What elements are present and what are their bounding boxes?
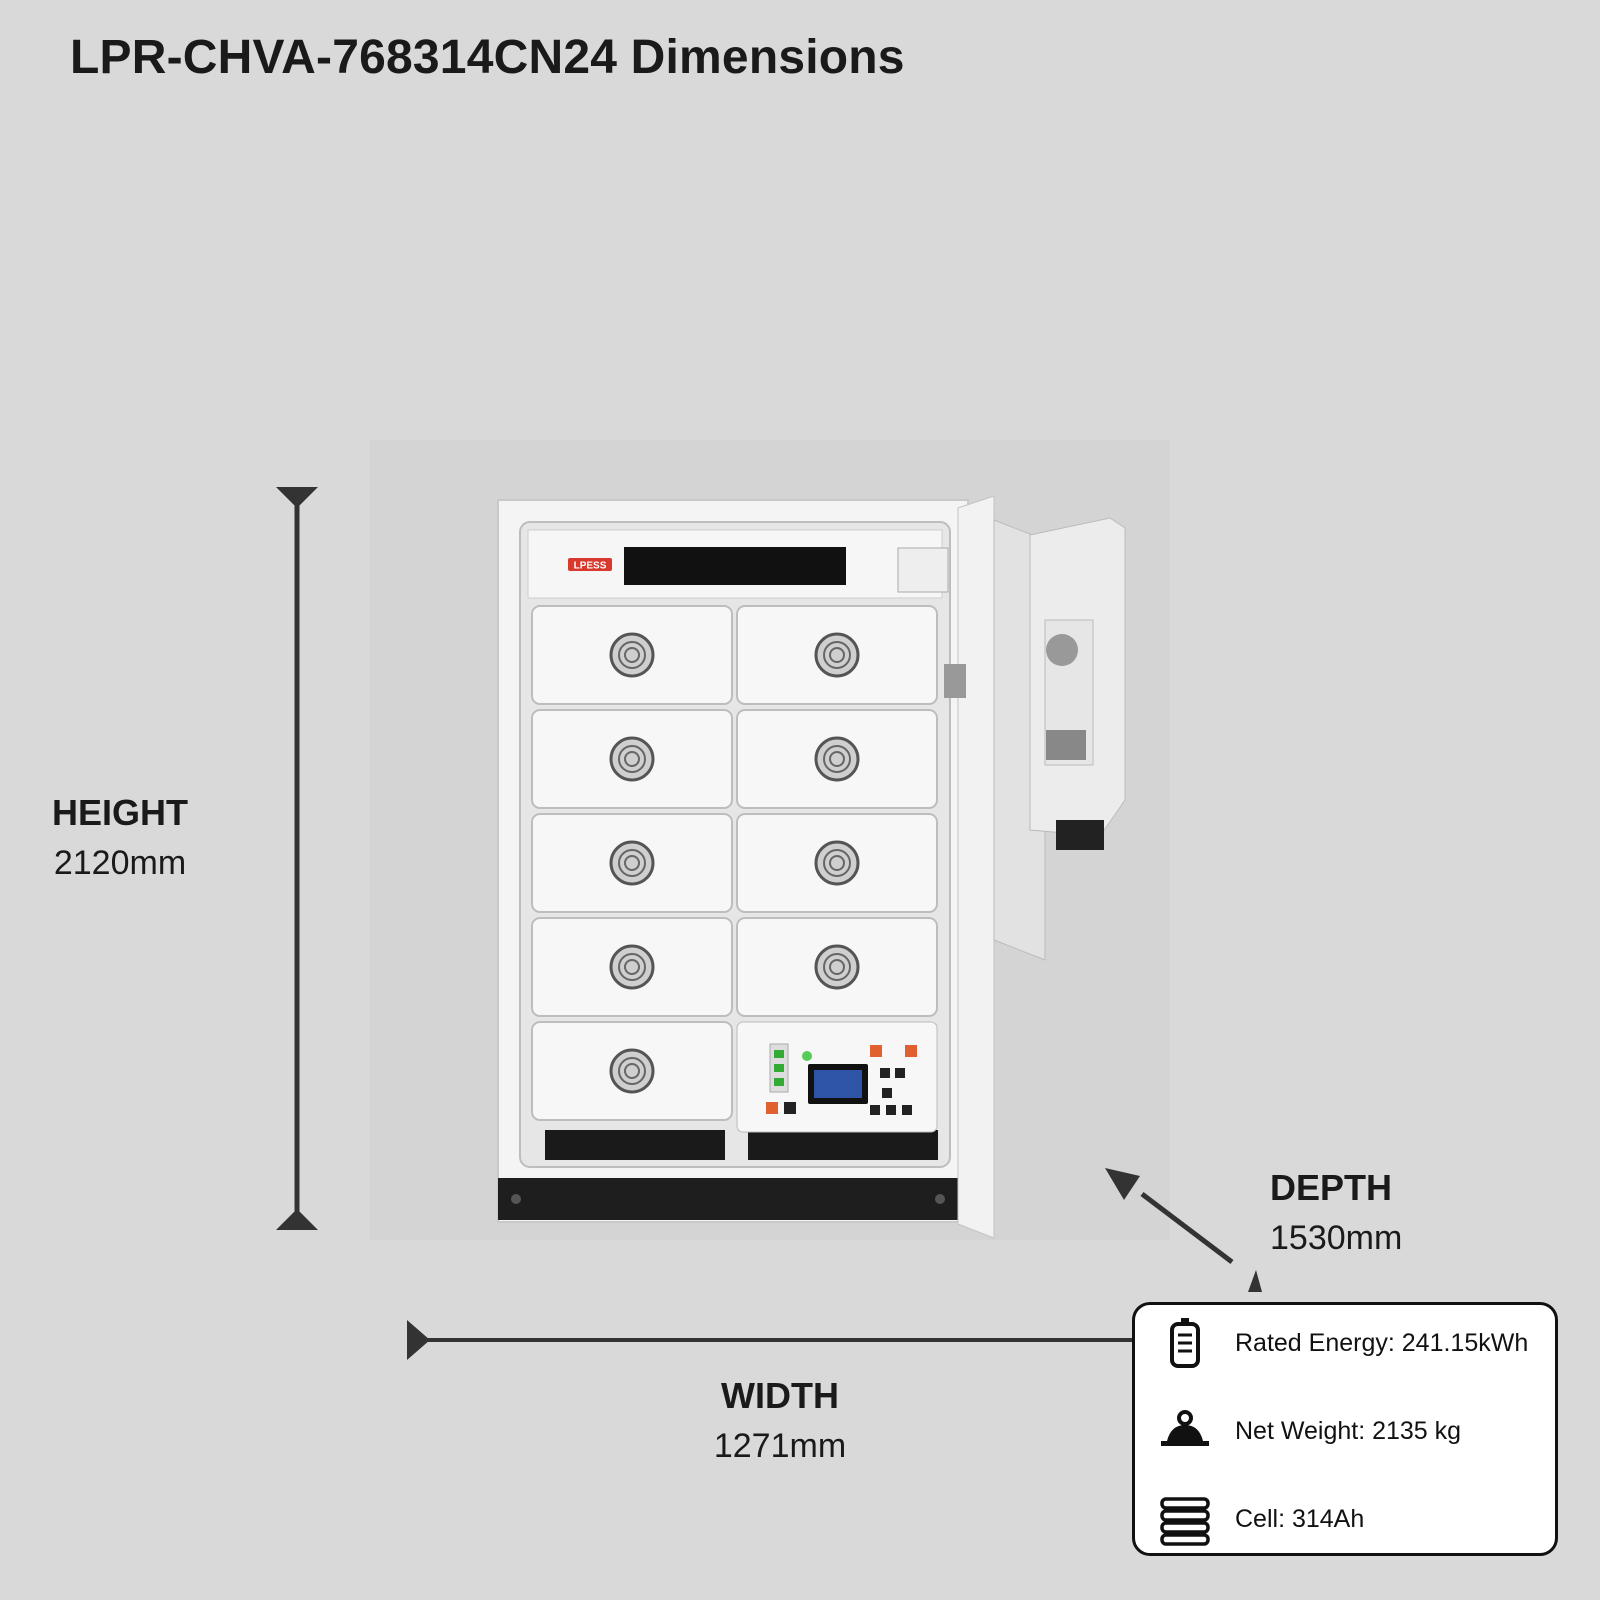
fan-icon: [814, 840, 860, 886]
width-arrow: [407, 1320, 1132, 1360]
depth-dimension: DEPTH 1530mm: [1270, 1167, 1450, 1258]
fan-icon: [814, 632, 860, 678]
open-cabinet-door: [897, 495, 1046, 1239]
depth-arrow: [1105, 1168, 1262, 1292]
air-conditioner-unit: [1029, 517, 1126, 850]
fan-icon: [609, 632, 655, 678]
fan-icon: [609, 840, 655, 886]
battery-icon: [1170, 1318, 1200, 1368]
spec-net-weight: Net Weight: 2135 kg: [1135, 1401, 1555, 1461]
fan-icon: [609, 1048, 655, 1094]
battery-module-grid: [531, 605, 938, 1121]
spec-card: Rated Energy: 241.15kWh Net Weight: 2135…: [1132, 1302, 1558, 1556]
fan-icon: [814, 736, 860, 782]
spec-text: Rated Energy: 241.15kWh: [1235, 1328, 1529, 1357]
fan-icon: [814, 944, 860, 990]
spec-text: Net Weight: 2135 kg: [1235, 1416, 1462, 1445]
cell-stack-icon: [1160, 1497, 1210, 1546]
spec-cell: Cell: 314Ah: [1135, 1489, 1555, 1549]
depth-value: 1530mm: [1270, 1219, 1403, 1257]
width-label: WIDTH: [721, 1375, 839, 1416]
brand-logo: LPESS: [574, 561, 607, 572]
depth-label: DEPTH: [1270, 1167, 1393, 1208]
width-value: 1271mm: [713, 1427, 847, 1465]
spec-text: Cell: 314Ah: [1235, 1504, 1365, 1533]
height-arrow: [276, 487, 318, 1230]
spec-rated-energy: Rated Energy: 241.15kWh: [1135, 1313, 1555, 1373]
width-dimension: WIDTH 1271mm: [680, 1375, 880, 1466]
height-dimension: HEIGHT 2120mm: [40, 792, 200, 883]
bms-control-panel: [736, 1021, 938, 1133]
weight-icon: [1161, 1410, 1209, 1446]
fan-icon: [609, 736, 655, 782]
fan-icon: [609, 944, 655, 990]
height-label: HEIGHT: [51, 792, 188, 833]
page-title: LPR-CHVA-768314CN24 Dimensions: [70, 31, 905, 84]
height-value: 2120mm: [53, 844, 187, 882]
